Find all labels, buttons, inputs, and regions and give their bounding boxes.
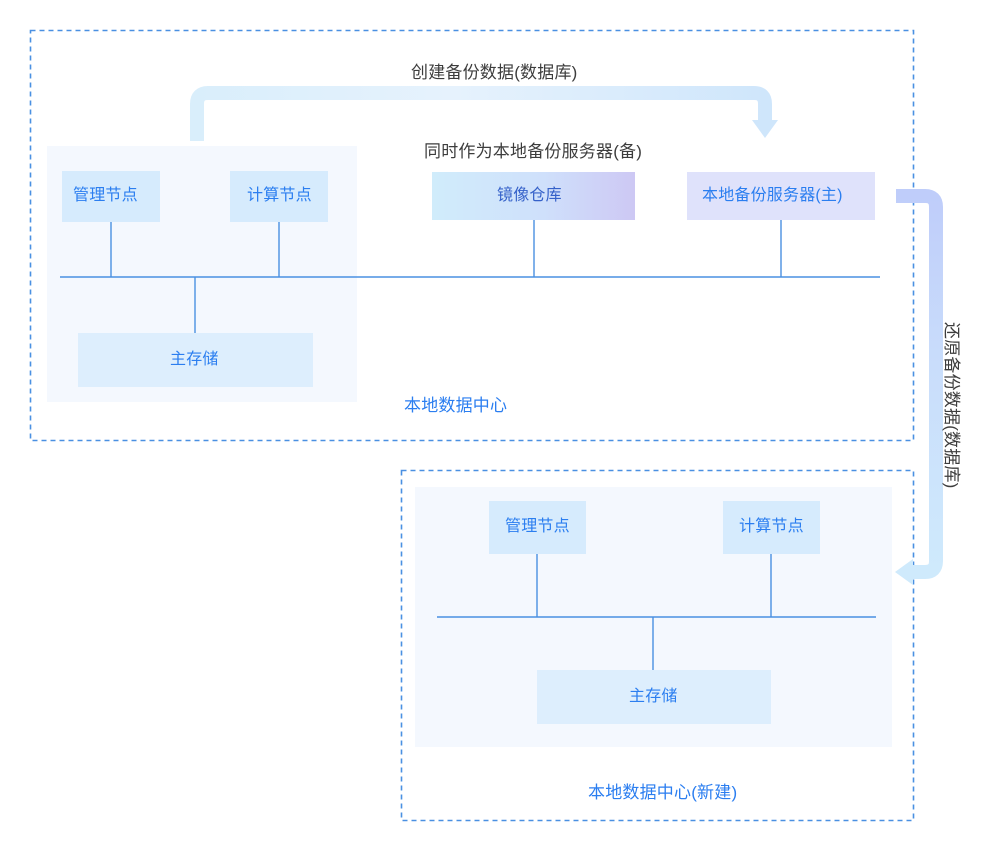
- restore-flow-label: 还原备份数据(数据库): [942, 322, 961, 489]
- node-box-primary-storage-primary: [78, 333, 313, 387]
- label-primary-storage-primary: 主存储: [170, 351, 219, 368]
- node-box-compute-primary: [230, 171, 328, 222]
- label-compute-node-new: 计算节点: [739, 518, 804, 535]
- restore-flow-arrow: [895, 189, 943, 585]
- label-management-node-new: 管理节点: [505, 518, 570, 535]
- node-box-local-backup-server: [687, 172, 875, 220]
- label-local-backup-server: 本地备份服务器(主): [702, 187, 843, 204]
- node-box-image-repository: [432, 172, 635, 220]
- node-box-management-primary: [62, 171, 160, 222]
- node-box-primary-storage-new: [537, 670, 771, 724]
- caption-primary-datacenter: 本地数据中心: [404, 396, 508, 415]
- node-box-management-new: [489, 501, 586, 554]
- backup-flow-arrow: [190, 86, 778, 141]
- new-datacenter-boundary: [400, 469, 915, 822]
- primary-datacenter-boundary: [29, 29, 915, 442]
- caption-new-datacenter: 本地数据中心(新建): [588, 783, 738, 802]
- label-primary-storage-new: 主存储: [629, 688, 678, 705]
- label-image-repository: 镜像仓库: [497, 187, 562, 204]
- backup-flow-label: 创建备份数据(数据库): [411, 63, 578, 82]
- node-box-compute-new: [723, 501, 820, 554]
- mirror-note-label: 同时作为本地备份服务器(备): [424, 142, 643, 161]
- label-compute-node-primary: 计算节点: [247, 187, 312, 204]
- label-management-node-primary: 管理节点: [73, 187, 138, 204]
